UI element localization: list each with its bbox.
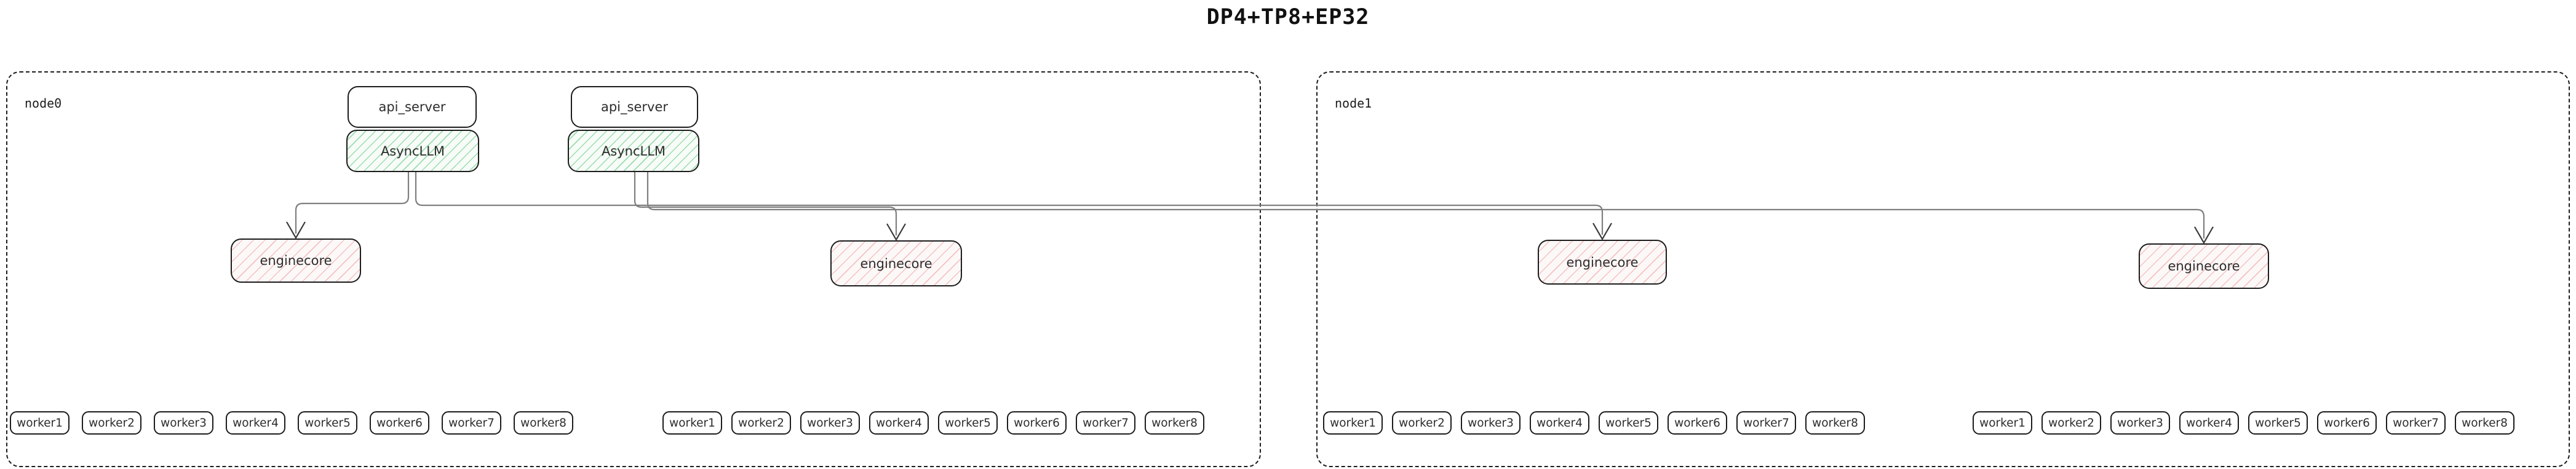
worker-box: worker2 — [2041, 411, 2101, 435]
edge-arrowheads — [286, 221, 2214, 245]
enginecore-label-3: enginecore — [1566, 254, 1639, 270]
node1-container — [1316, 71, 2570, 467]
worker-box: worker3 — [800, 411, 860, 435]
api-server-box-1: api_server — [348, 86, 477, 128]
worker-box: worker1 — [1323, 411, 1383, 435]
worker-box: worker2 — [82, 411, 141, 435]
arrowhead-enginecore1 — [286, 221, 306, 240]
worker-box: worker2 — [731, 411, 791, 435]
worker-box: worker8 — [1805, 411, 1865, 435]
worker-box: worker1 — [662, 411, 722, 435]
edge-asyncllm2-to-enginecore2 — [634, 172, 897, 235]
node0-worker-group-1: worker1 worker2 worker3 worker4 worker5 worke… — [10, 411, 573, 435]
node0-worker-group-2: worker1 worker2 worker3 worker4 worker5 worke… — [662, 411, 1204, 435]
edge-lines — [295, 172, 2205, 238]
worker-box: worker4 — [1530, 411, 1589, 435]
worker-box: worker2 — [1392, 411, 1452, 435]
async-llm-box-1: AsyncLLM — [346, 130, 479, 172]
enginecore-box-3: enginecore — [1538, 240, 1667, 285]
node0-label: node0 — [25, 96, 62, 111]
worker-box: worker4 — [869, 411, 929, 435]
worker-box: worker8 — [514, 411, 573, 435]
worker-box: worker7 — [1076, 411, 1135, 435]
enginecore-label-2: enginecore — [860, 256, 932, 271]
api-server-label-1: api_server — [378, 100, 446, 114]
worker-box: worker1 — [10, 411, 70, 435]
worker-box: worker8 — [1145, 411, 1204, 435]
api-server-label-2: api_server — [600, 100, 668, 114]
node1-worker-group-1: worker1 worker2 worker3 worker4 worker5 worke… — [1323, 411, 1865, 435]
enginecore-label-4: enginecore — [2168, 259, 2240, 274]
enginecore-box-4: enginecore — [2139, 243, 2269, 289]
worker-box: worker4 — [226, 411, 285, 435]
async-llm-label-1: AsyncLLM — [380, 143, 445, 159]
arrowhead-enginecore4 — [2194, 226, 2214, 245]
worker-box: worker8 — [2455, 411, 2514, 435]
node0-container — [6, 71, 1261, 467]
arrowhead-enginecore3 — [1592, 223, 1612, 241]
worker-box: worker6 — [370, 411, 429, 435]
enginecore-box-2: enginecore — [830, 240, 962, 286]
arrowhead-enginecore2 — [886, 223, 906, 242]
worker-box: worker6 — [1007, 411, 1067, 435]
edge-asyncllm1-to-enginecore3 — [415, 172, 1604, 235]
worker-box: worker7 — [1736, 411, 1796, 435]
worker-box: worker5 — [2248, 411, 2308, 435]
worker-box: worker1 — [1973, 411, 2032, 435]
async-llm-label-2: AsyncLLM — [601, 143, 666, 159]
worker-box: worker3 — [154, 411, 213, 435]
node1-worker-group-2: worker1 worker2 worker3 worker4 worker5 worke… — [1973, 411, 2514, 435]
page-title: DP4+TP8+EP32 — [1206, 5, 1370, 30]
worker-box: worker3 — [1461, 411, 1521, 435]
enginecore-box-1: enginecore — [231, 238, 361, 283]
worker-box: worker4 — [2179, 411, 2239, 435]
worker-box: worker7 — [442, 411, 501, 435]
node1-label: node1 — [1335, 96, 1372, 111]
async-llm-box-2: AsyncLLM — [568, 130, 699, 172]
api-server-box-2: api_server — [571, 86, 698, 128]
worker-box: worker6 — [1668, 411, 1727, 435]
worker-box: worker6 — [2317, 411, 2377, 435]
worker-box: worker5 — [938, 411, 998, 435]
edge-asyncllm1-to-enginecore1 — [295, 172, 410, 234]
enginecore-label-1: enginecore — [260, 253, 332, 268]
worker-box: worker7 — [2386, 411, 2446, 435]
worker-box: worker5 — [1599, 411, 1658, 435]
worker-box: worker3 — [2110, 411, 2170, 435]
edge-asyncllm2-to-enginecore4 — [646, 172, 2205, 238]
worker-box: worker5 — [298, 411, 357, 435]
